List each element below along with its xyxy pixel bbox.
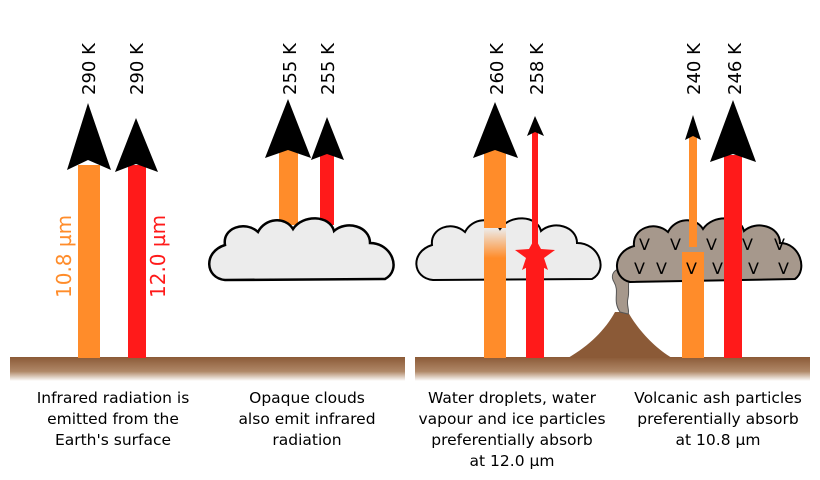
panel-volcanic-ash: V V V V V V V V V V V 240 K 246 K	[568, 42, 803, 358]
ash-cloud	[616, 217, 803, 284]
ash-particle-mark: V	[742, 235, 753, 254]
beam-orange-faded	[484, 228, 506, 258]
beam-orange	[484, 258, 506, 358]
ash-particle-mark: V	[656, 259, 667, 278]
caption-line: Volcanic ash particles	[634, 389, 802, 407]
ground-left	[10, 357, 405, 381]
beam-red	[526, 255, 544, 358]
volcano	[568, 312, 672, 358]
caption-line: preferentially absorb	[431, 431, 593, 449]
caption-water-ice: Water droplets, water vapour and ice par…	[418, 389, 605, 470]
arrowhead-red	[527, 116, 544, 136]
caption-line: Earth's surface	[55, 431, 171, 449]
beam-red	[320, 152, 334, 225]
beam-orange	[689, 135, 697, 247]
temp-label: 255 K	[318, 42, 339, 95]
arrowhead-red	[311, 117, 344, 160]
temp-label: 258 K	[527, 42, 548, 95]
ash-particle-mark: V	[706, 235, 717, 254]
ash-particle-mark: V	[639, 235, 650, 254]
arrowhead-orange	[265, 99, 311, 158]
ash-particle-mark: V	[670, 235, 681, 254]
beam-orange	[682, 252, 704, 358]
arrowhead-red	[710, 100, 756, 162]
arrowhead-red	[115, 118, 158, 172]
caption-line: emitted from the	[47, 410, 179, 428]
ash-particle-mark: V	[686, 259, 697, 278]
ash-particle-mark: V	[774, 235, 785, 254]
temp-label: 260 K	[487, 42, 508, 95]
cloud	[208, 217, 395, 282]
absorption-star-icon	[515, 238, 555, 270]
temp-label: 246 K	[725, 42, 746, 95]
ash-particle-mark: V	[778, 259, 789, 278]
arrowhead-orange	[67, 103, 111, 170]
temp-label: 255 K	[280, 42, 301, 95]
beam-orange	[78, 165, 100, 358]
temp-label: 240 K	[684, 42, 705, 95]
wavelength-label-red: 12.0 µm	[146, 215, 170, 298]
ash-particle-mark: V	[748, 259, 759, 278]
ash-particle-mark: V	[712, 259, 723, 278]
beam-red	[128, 165, 146, 358]
caption-line: preferentially absorb	[637, 410, 799, 428]
panel-water-ice: 260 K 258 K	[415, 42, 602, 358]
temp-label: 290 K	[79, 42, 100, 95]
caption-line: at 12.0 µm	[470, 452, 555, 470]
caption-volcanic-ash: Volcanic ash particles preferentially ab…	[634, 389, 802, 449]
beam-orange	[484, 150, 506, 228]
panel-opaque-clouds: 255 K 255 K	[208, 42, 395, 282]
arrowhead-orange	[685, 115, 701, 140]
wavelength-label-orange: 10.8 µm	[52, 215, 76, 298]
ground-right	[415, 357, 810, 381]
ash-particle-mark: V	[634, 259, 645, 278]
beam-red-faded	[724, 240, 742, 265]
panel-earth-surface: 290 K 290 K 10.8 µm 12.0 µm	[52, 42, 170, 358]
caption-line: also emit infrared	[238, 410, 375, 428]
caption-line: radiation	[272, 431, 341, 449]
beam-red	[532, 130, 538, 245]
caption-line: Infrared radiation is	[37, 389, 190, 407]
caption-line: Water droplets, water	[428, 389, 597, 407]
temp-label: 290 K	[127, 42, 148, 95]
caption-line: vapour and ice particles	[418, 410, 605, 428]
caption-line: Opaque clouds	[249, 389, 365, 407]
caption-opaque-clouds: Opaque clouds also emit infrared radiati…	[238, 389, 375, 449]
caption-earth-surface: Infrared radiation is emitted from the E…	[37, 389, 190, 449]
arrowhead-orange	[473, 102, 518, 158]
cloud	[415, 217, 602, 282]
beam-orange	[279, 150, 298, 225]
caption-line: at 10.8 µm	[676, 431, 761, 449]
